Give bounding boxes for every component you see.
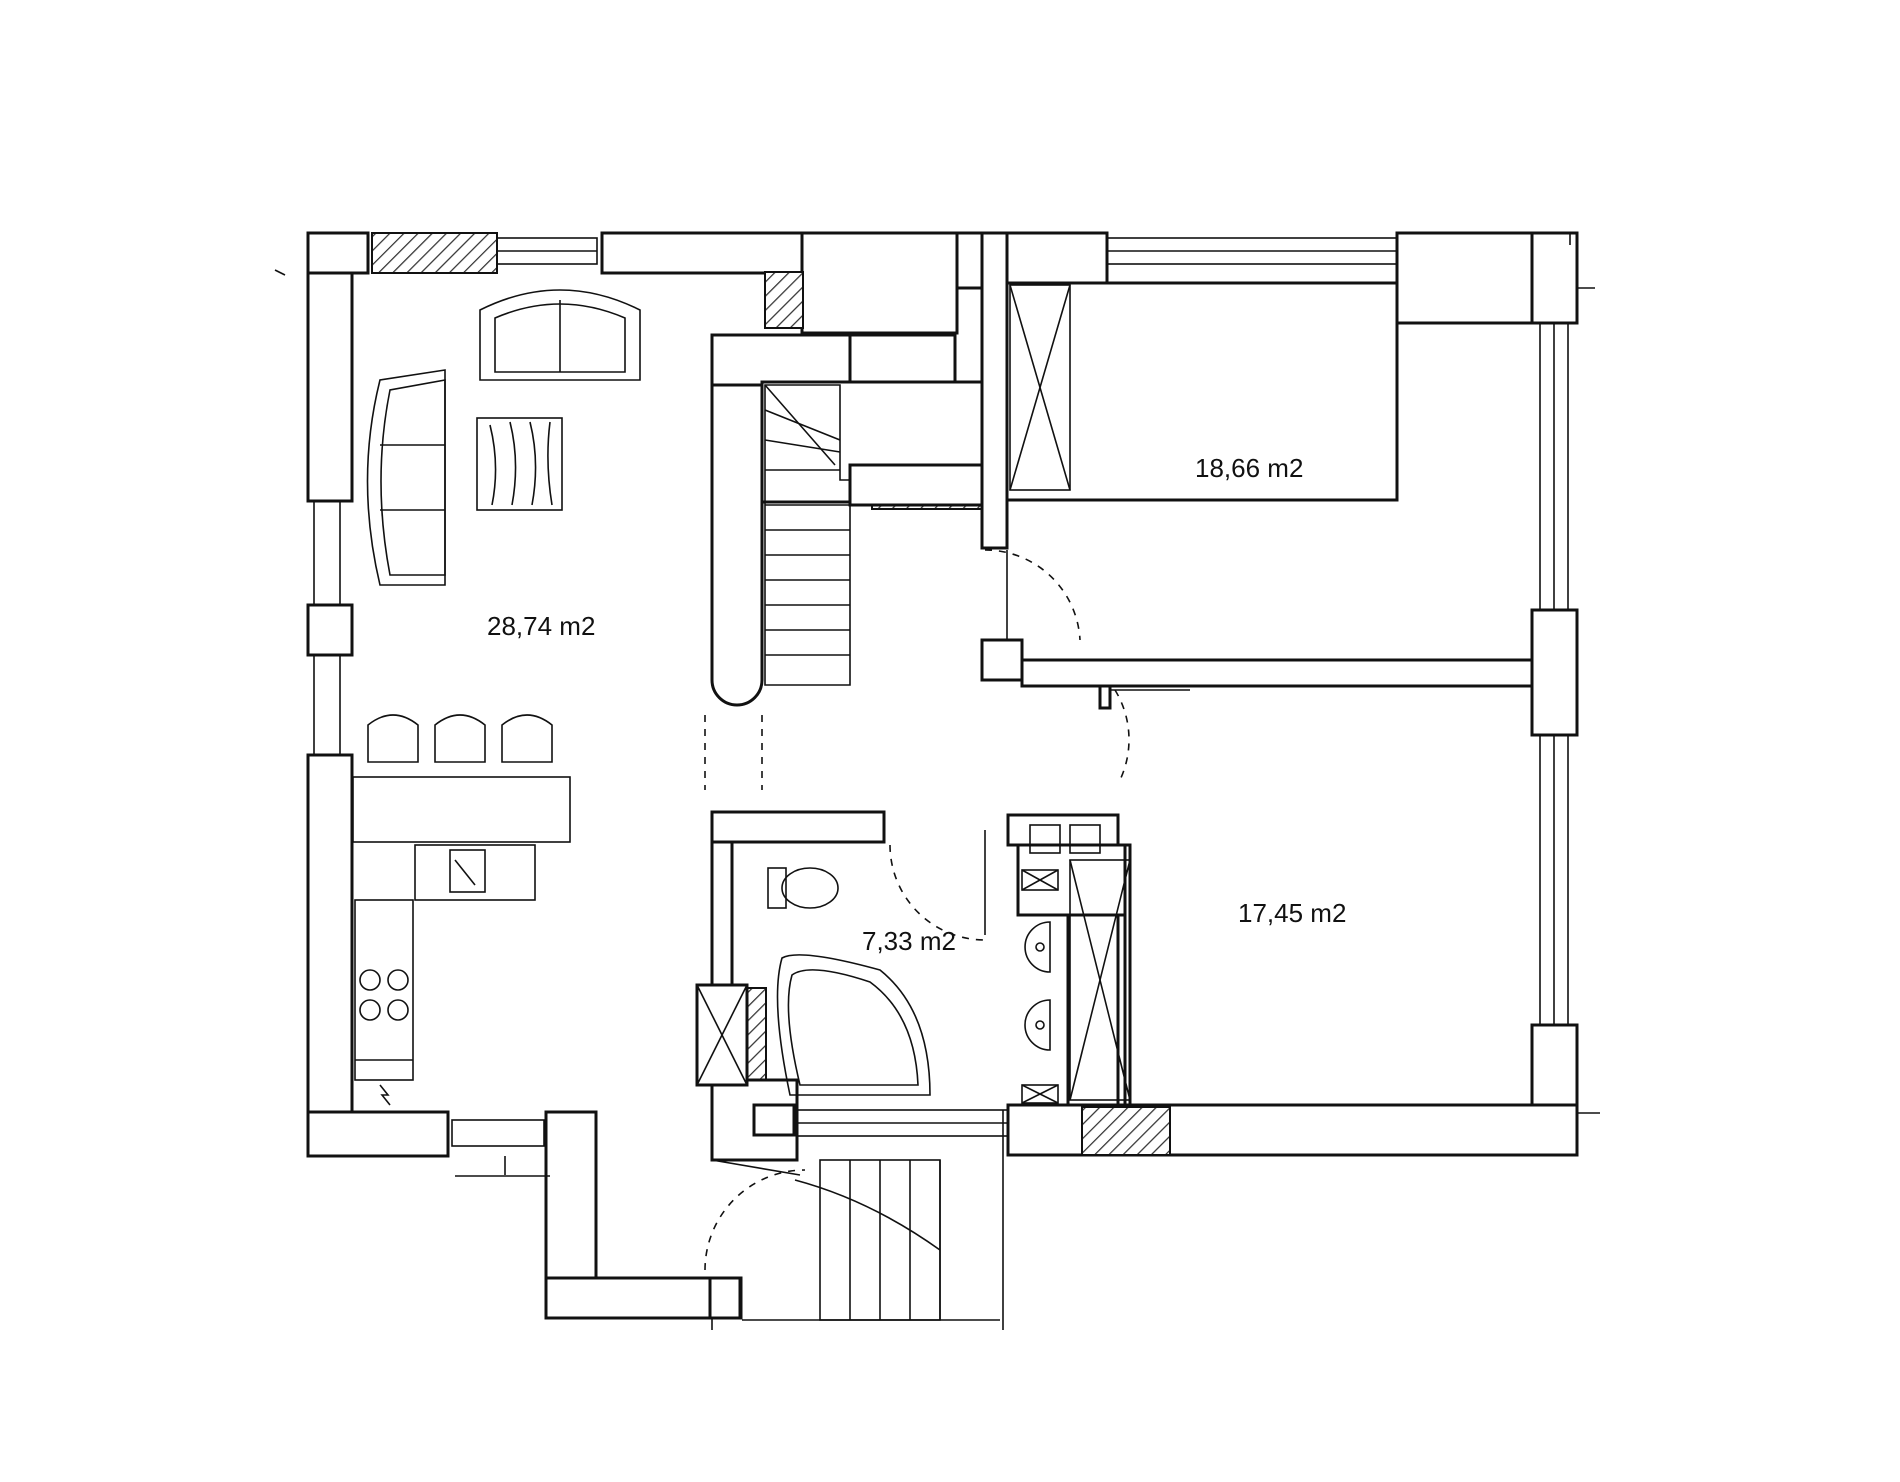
room-area-living: 28,74 m2	[487, 611, 595, 641]
room-area-bedroom-bottom: 17,45 m2	[1238, 898, 1346, 928]
entry-steps	[742, 1110, 1004, 1330]
wardrobes	[695, 284, 1131, 1104]
interior-walls	[710, 231, 1534, 1162]
staircase	[764, 384, 851, 686]
room-area-bathroom: 7,33 m2	[862, 926, 956, 956]
bathroom-fixtures	[767, 867, 1051, 1096]
living-furniture	[352, 289, 641, 1106]
grid-reference-lines	[274, 233, 1600, 1330]
room-area-bedroom-top: 18,66 m2	[1195, 453, 1303, 483]
windows	[313, 237, 1569, 1147]
door-swings	[704, 549, 1190, 1271]
